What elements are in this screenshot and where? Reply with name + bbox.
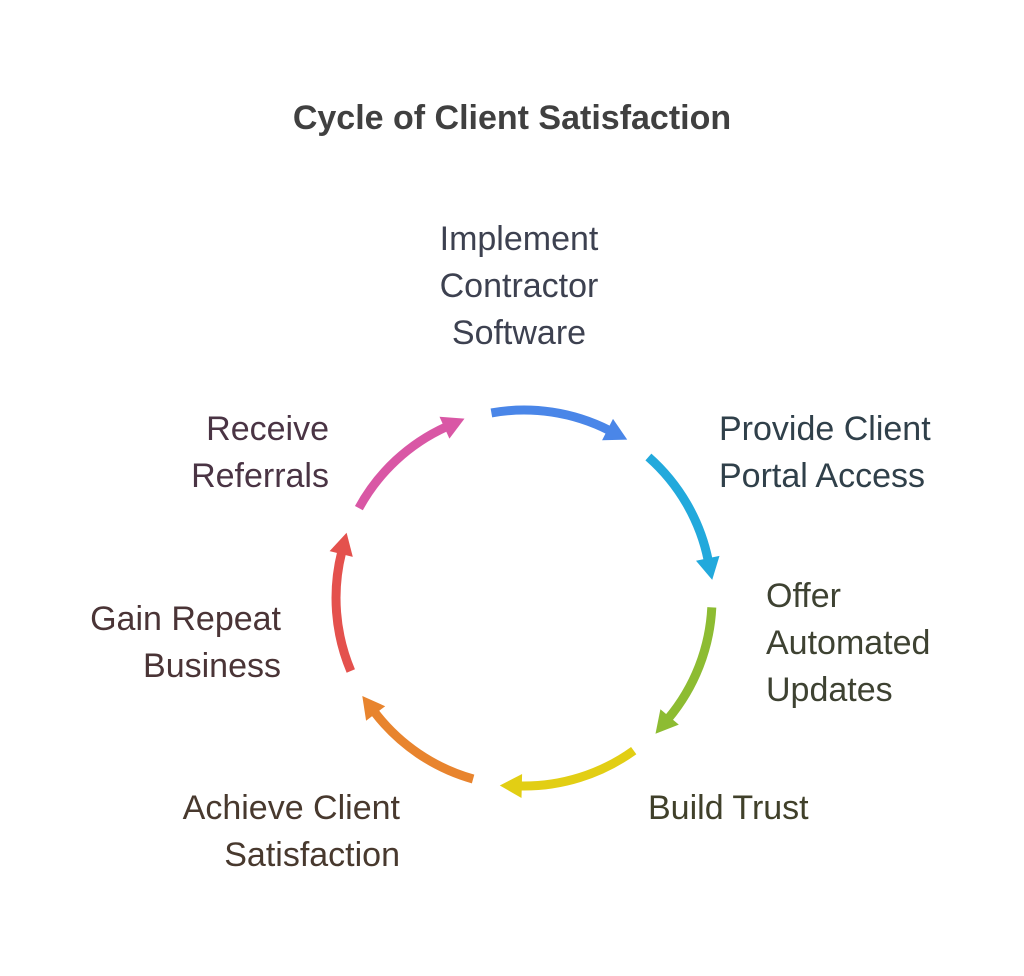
step-label-implement-contractor-software: Implement Contractor Software (439, 220, 599, 352)
step-label-receive-referrals: Receive Referrals (191, 410, 329, 495)
arrow-provide-client-portal-access (645, 453, 713, 562)
arrowhead-implement-contractor-software (602, 418, 628, 441)
arrow-implement-contractor-software (490, 405, 612, 435)
arrow-achieve-client-satisfaction (370, 709, 475, 784)
step-label-gain-repeat-business: Gain Repeat Business (90, 600, 281, 685)
arrowhead-provide-client-portal-access (696, 555, 720, 580)
diagram-title: Cycle of Client Satisfaction (292, 99, 732, 137)
arrow-offer-automated-updates (664, 607, 717, 722)
step-label-provide-client-portal-access: Provide Client Portal Access (719, 410, 931, 495)
step-label-achieve-client-satisfaction: Achieve Client Satisfaction (182, 789, 400, 874)
arrow-gain-repeat-business (331, 551, 355, 673)
arrowhead-build-trust (499, 774, 523, 798)
step-label-offer-automated-updates: Offer Automated Updates (766, 577, 931, 709)
arrowhead-achieve-client-satisfaction (362, 696, 386, 721)
step-label-build-trust: Build Trust (648, 789, 809, 827)
arrowhead-receive-referrals (439, 416, 465, 439)
arrowhead-offer-automated-updates (655, 709, 679, 734)
arrow-receive-referrals (354, 422, 449, 511)
arrow-build-trust (519, 746, 637, 791)
arrowhead-gain-repeat-business (329, 532, 353, 557)
